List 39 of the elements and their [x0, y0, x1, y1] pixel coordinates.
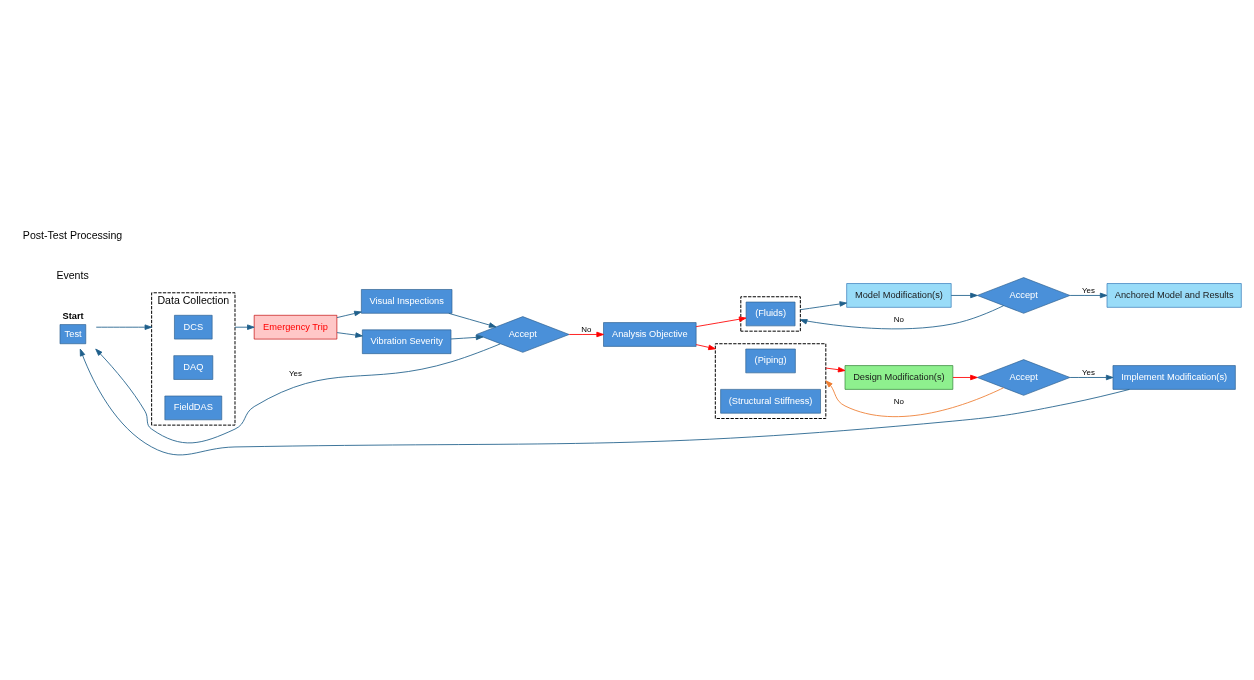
node-box: Emergency Trip [253, 314, 338, 340]
node-box: DCS [174, 314, 213, 340]
arrow [825, 380, 1005, 417]
arrow [695, 344, 716, 351]
node-box: FieldDAS [164, 395, 223, 421]
arrow [95, 343, 501, 444]
node-box: Vibration Severity [362, 329, 452, 354]
arrow [825, 366, 846, 373]
arrow [1069, 374, 1114, 381]
arrow [79, 348, 1130, 456]
arrow [336, 310, 362, 318]
node-box: (Fluids) [745, 301, 796, 327]
arrow [695, 316, 747, 328]
node-box: Design Modification(s) [844, 365, 954, 390]
arrow [450, 334, 484, 341]
arrow [234, 324, 255, 330]
arrow [952, 374, 978, 381]
node-box: Anchored Model and Results [1106, 283, 1242, 308]
node-box: DAQ [173, 355, 214, 380]
label: Events [56, 269, 89, 282]
arrow [448, 312, 497, 328]
node-box: (Structural Stiffness) [720, 389, 821, 414]
label: Post-Test Processing [22, 229, 123, 242]
arrow [568, 331, 604, 338]
node-diamond: Accept [977, 359, 1071, 396]
node-box: Visual Inspections [361, 289, 453, 314]
node-label: Start [62, 310, 84, 321]
node-box: (Piping) [745, 348, 796, 374]
node-box: Model Modification(s) [846, 283, 952, 308]
arrow [1069, 292, 1108, 299]
arrow [95, 324, 153, 330]
node-box: Implement Modification(s) [1112, 365, 1236, 390]
arrow [799, 305, 1005, 330]
arrow [950, 292, 978, 299]
node-box: Analysis Objective [603, 322, 697, 347]
arrow [799, 301, 847, 311]
cluster [714, 343, 827, 419]
node-diamond: Accept [977, 277, 1071, 314]
arrow [336, 332, 363, 338]
